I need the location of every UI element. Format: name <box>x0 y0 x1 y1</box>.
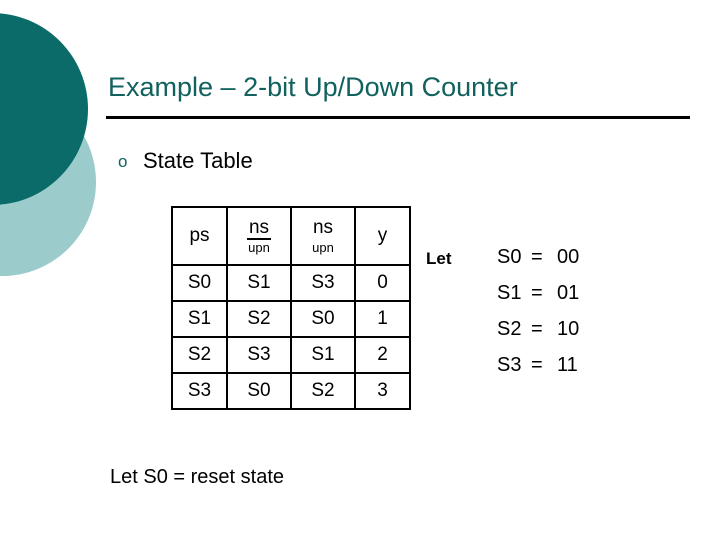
bullet-item-label: State Table <box>143 148 253 173</box>
encoding-code: 00 <box>557 246 580 268</box>
decorative-circle-light <box>0 88 96 276</box>
table-header-row: ps ns upn ns upn <box>171 206 411 266</box>
encoding-equals: = <box>531 282 543 304</box>
cell-ns-not-upn: S1 <box>226 264 292 302</box>
cell-ns-upn: S1 <box>290 336 356 374</box>
table-row: S0 S1 S3 0 <box>171 264 411 302</box>
cell-y: 2 <box>354 336 411 374</box>
header-stack-ns-upn: ns upn <box>292 218 354 254</box>
cell-ns-not-upn: S3 <box>226 336 292 374</box>
encoding-equals: = <box>531 246 543 268</box>
encoding-equals: = <box>531 318 543 340</box>
state-table-head: ps ns upn ns upn <box>171 206 411 266</box>
table-row: S2 S3 S1 2 <box>171 336 411 374</box>
state-table-container: ps ns upn ns upn <box>171 206 411 410</box>
table-row: S3 S0 S2 3 <box>171 372 411 410</box>
title-divider <box>106 116 690 119</box>
bullet-circle-icon: o <box>118 151 128 171</box>
cell-ps: S3 <box>171 372 228 410</box>
cell-ns-upn: S2 <box>290 372 356 410</box>
cell-y: 1 <box>354 300 411 338</box>
encoding-code: 10 <box>557 318 580 340</box>
cell-ns-not-upn: S0 <box>226 372 292 410</box>
encoding-state: S0 <box>497 246 522 268</box>
header-main-ps: ps <box>189 225 210 246</box>
encoding-equals: = <box>531 354 543 376</box>
cell-ns-upn: S0 <box>290 300 356 338</box>
state-table-body: S0 S1 S3 0 S1 S2 S0 1 S2 S3 S1 2 <box>171 264 411 410</box>
header-stack-ns-not-upn: ns upn <box>228 218 290 254</box>
cell-ns-upn: S3 <box>290 264 356 302</box>
list-item: S1 = 01 <box>497 282 597 318</box>
decorative-circle-dark <box>0 13 88 205</box>
encoding-state: S2 <box>497 318 522 340</box>
bullet-item-state-table: o State Table <box>118 148 253 174</box>
encoding-code: 11 <box>557 354 578 376</box>
header-sub-not-upn: upn <box>247 238 271 255</box>
header-main-ns-not-upn: ns <box>248 217 270 238</box>
header-stack-y: y <box>356 226 409 246</box>
header-stack-ps: ps <box>173 226 226 246</box>
header-main-y: y <box>377 225 388 246</box>
cell-ns-not-upn: S2 <box>226 300 292 338</box>
let-label: Let <box>426 249 452 268</box>
table-row: S1 S2 S0 1 <box>171 300 411 338</box>
column-header-ps: ps <box>171 206 228 266</box>
cell-ps: S0 <box>171 264 228 302</box>
cell-y: 0 <box>354 264 411 302</box>
state-encoding-list: S0 = 00 S1 = 01 S2 = 10 S3 = 11 <box>497 246 597 390</box>
column-header-y: y <box>354 206 411 266</box>
header-sub-upn: upn <box>312 240 334 255</box>
list-item: S2 = 10 <box>497 318 597 354</box>
column-header-ns-upn: ns upn <box>290 206 356 266</box>
encoding-state: S3 <box>497 354 522 376</box>
page-title: Example – 2-bit Up/Down Counter <box>108 72 518 102</box>
cell-y: 3 <box>354 372 411 410</box>
column-header-ns-not-upn: ns upn <box>226 206 292 266</box>
list-item: S0 = 00 <box>497 246 597 282</box>
encoding-code: 01 <box>557 282 580 304</box>
cell-ps: S2 <box>171 336 228 374</box>
encoding-state: S1 <box>497 282 522 304</box>
cell-ps: S1 <box>171 300 228 338</box>
list-item: S3 = 11 <box>497 354 597 390</box>
header-main-ns-upn: ns <box>312 217 334 238</box>
state-table: ps ns upn ns upn <box>171 206 411 410</box>
footnote-text: Let S0 = reset state <box>110 466 284 488</box>
